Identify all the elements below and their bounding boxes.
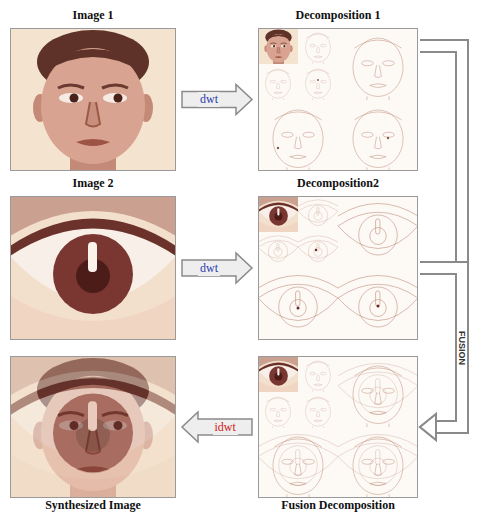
flow-arrow — [420, 268, 462, 440]
image-frame — [258, 356, 418, 498]
image-panel: Decomposition 1 — [258, 6, 418, 171]
edge-label: FUSION — [457, 328, 467, 366]
edge-label: dwt — [198, 261, 220, 276]
image-panel: Synthesized Image — [10, 356, 176, 514]
flow-arrow — [420, 46, 462, 440]
image-frame — [258, 196, 418, 340]
image-heading: Image 1 — [10, 9, 176, 22]
image-frame — [258, 28, 418, 171]
image-frame — [10, 356, 176, 498]
synthesized-photo — [10, 356, 176, 498]
image-frame — [10, 196, 176, 340]
image-heading: Decomposition 1 — [258, 9, 418, 22]
edge-label: dwt — [198, 92, 220, 107]
flow-arrow — [182, 412, 252, 442]
fused-decomposition — [258, 356, 418, 498]
image-heading: Fusion Decomposition — [258, 499, 418, 512]
flow-arrow — [182, 253, 252, 283]
image-panel: Image 2 — [10, 174, 176, 340]
wavelet-decomposition-face — [258, 28, 418, 171]
image-heading: Synthesized Image — [10, 499, 176, 512]
edge-label: idwt — [213, 420, 238, 435]
eye-photo — [10, 196, 176, 340]
flow-arrow — [182, 85, 252, 115]
image-frame — [10, 28, 176, 171]
image-heading: Decomposition2 — [258, 177, 418, 190]
wavelet-decomposition-eye — [258, 196, 418, 340]
image-panel: Image 1 — [10, 6, 176, 171]
image-panel: Fusion Decomposition — [258, 356, 418, 514]
face-photo — [10, 28, 176, 171]
image-panel: Decomposition2 — [258, 174, 418, 340]
image-heading: Image 2 — [10, 177, 176, 190]
